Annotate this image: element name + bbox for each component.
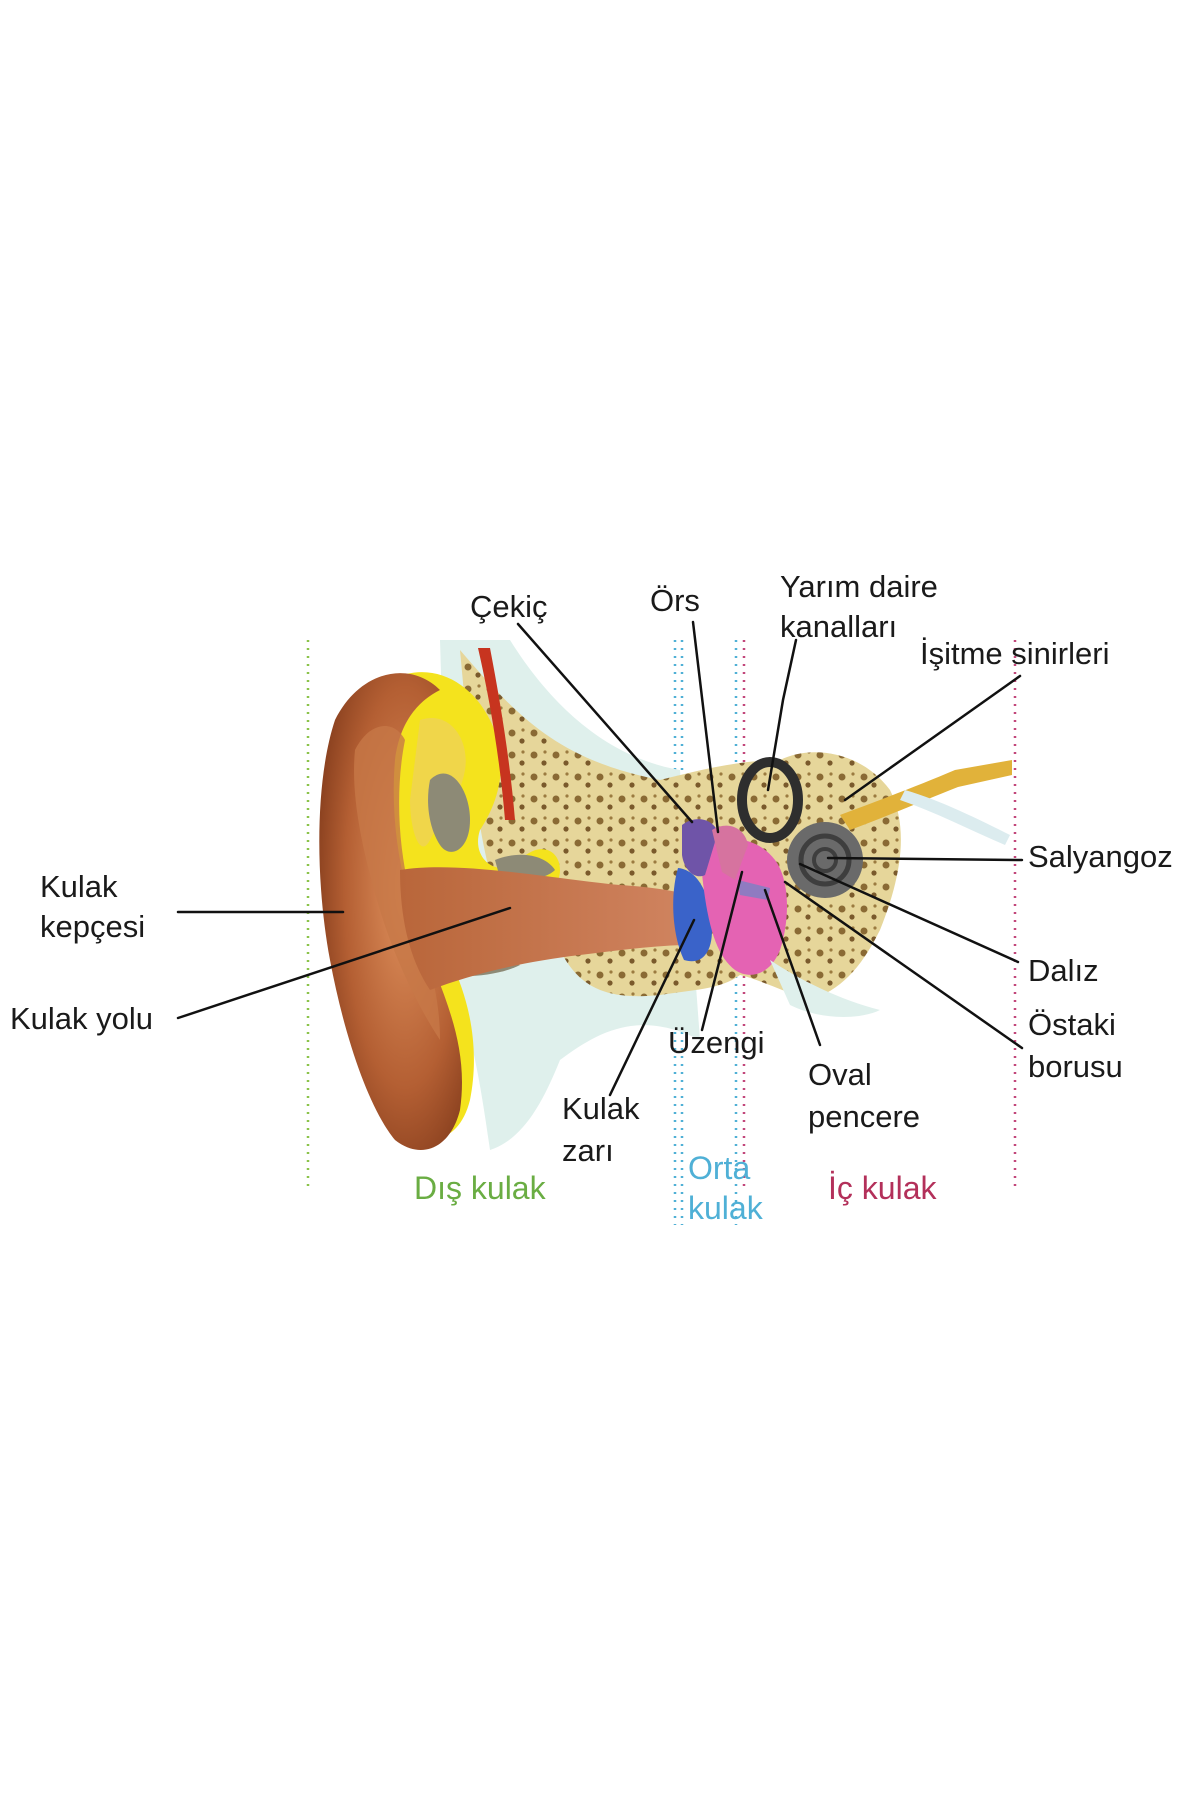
cochlea-shape	[787, 822, 863, 898]
malleus-shape	[682, 819, 718, 877]
label-kanallari: kanalları	[780, 609, 898, 644]
label-cekic: Çekiç	[470, 589, 548, 624]
label-kulak-yolu: Kulak yolu	[10, 1001, 154, 1036]
leader-salyangoz	[826, 856, 1024, 862]
middle-ear-cavity	[700, 839, 787, 975]
zone-label-outer-ear: Dış kulak	[414, 1170, 546, 1206]
label-ostaki-line1: Östaki	[1028, 1007, 1116, 1042]
leader-oval	[763, 888, 822, 1047]
bone-cavity-gray-1	[428, 773, 470, 852]
leader-kulak-yolu	[176, 906, 512, 1020]
blood-vessel	[478, 648, 515, 820]
label-kulak-kepcesi-line1: Kulak	[40, 869, 118, 904]
zone-label-middle-ear-line2: kulak	[688, 1190, 763, 1226]
leader-uzengi	[700, 870, 744, 1032]
eustachian-tube-tissue	[770, 960, 880, 1017]
label-oval-line1: Oval	[808, 1057, 872, 1092]
label-kulak-kepcesi-line2: kepçesi	[40, 909, 146, 944]
label-uzengi: Üzengi	[668, 1025, 765, 1060]
eardrum-shape	[673, 868, 712, 962]
cochlea-spiral-1	[798, 833, 852, 887]
label-isitme-sinirleri: İşitme sinirleri	[920, 636, 1110, 671]
label-kulak-zari-line2: zarı	[562, 1133, 614, 1168]
leader-ors	[691, 620, 720, 834]
label-ostaki-line2: borusu	[1028, 1049, 1123, 1084]
cochlea-spiral-2	[812, 847, 838, 873]
label-kulak-zari-line1: Kulak	[562, 1091, 640, 1126]
zone-label-middle-ear-line1: Orta	[688, 1150, 751, 1186]
leader-daliz	[798, 862, 1020, 964]
leader-ostaki	[783, 880, 1024, 1050]
ear-canal	[400, 867, 690, 990]
label-daliz: Dalız	[1028, 953, 1099, 988]
stapes-shape	[738, 880, 770, 900]
leader-lines	[176, 620, 1024, 1097]
zone-label-inner-ear: İç kulak	[828, 1170, 937, 1206]
leader-yarim-daire	[766, 638, 798, 792]
label-oval-line2: pencere	[808, 1099, 921, 1134]
label-yarim-daire: Yarım daire	[780, 569, 938, 604]
leader-isitme	[843, 674, 1022, 802]
leader-cekic	[516, 622, 694, 824]
incus-shape	[712, 825, 748, 880]
auditory-nerve-shape	[840, 760, 1012, 830]
label-ors: Örs	[650, 583, 700, 618]
auditory-nerve-branch	[900, 790, 1010, 845]
semicircular-canals-shape	[737, 757, 803, 843]
label-salyangoz: Salyangoz	[1028, 839, 1173, 874]
leader-kulak-zari	[608, 918, 696, 1097]
